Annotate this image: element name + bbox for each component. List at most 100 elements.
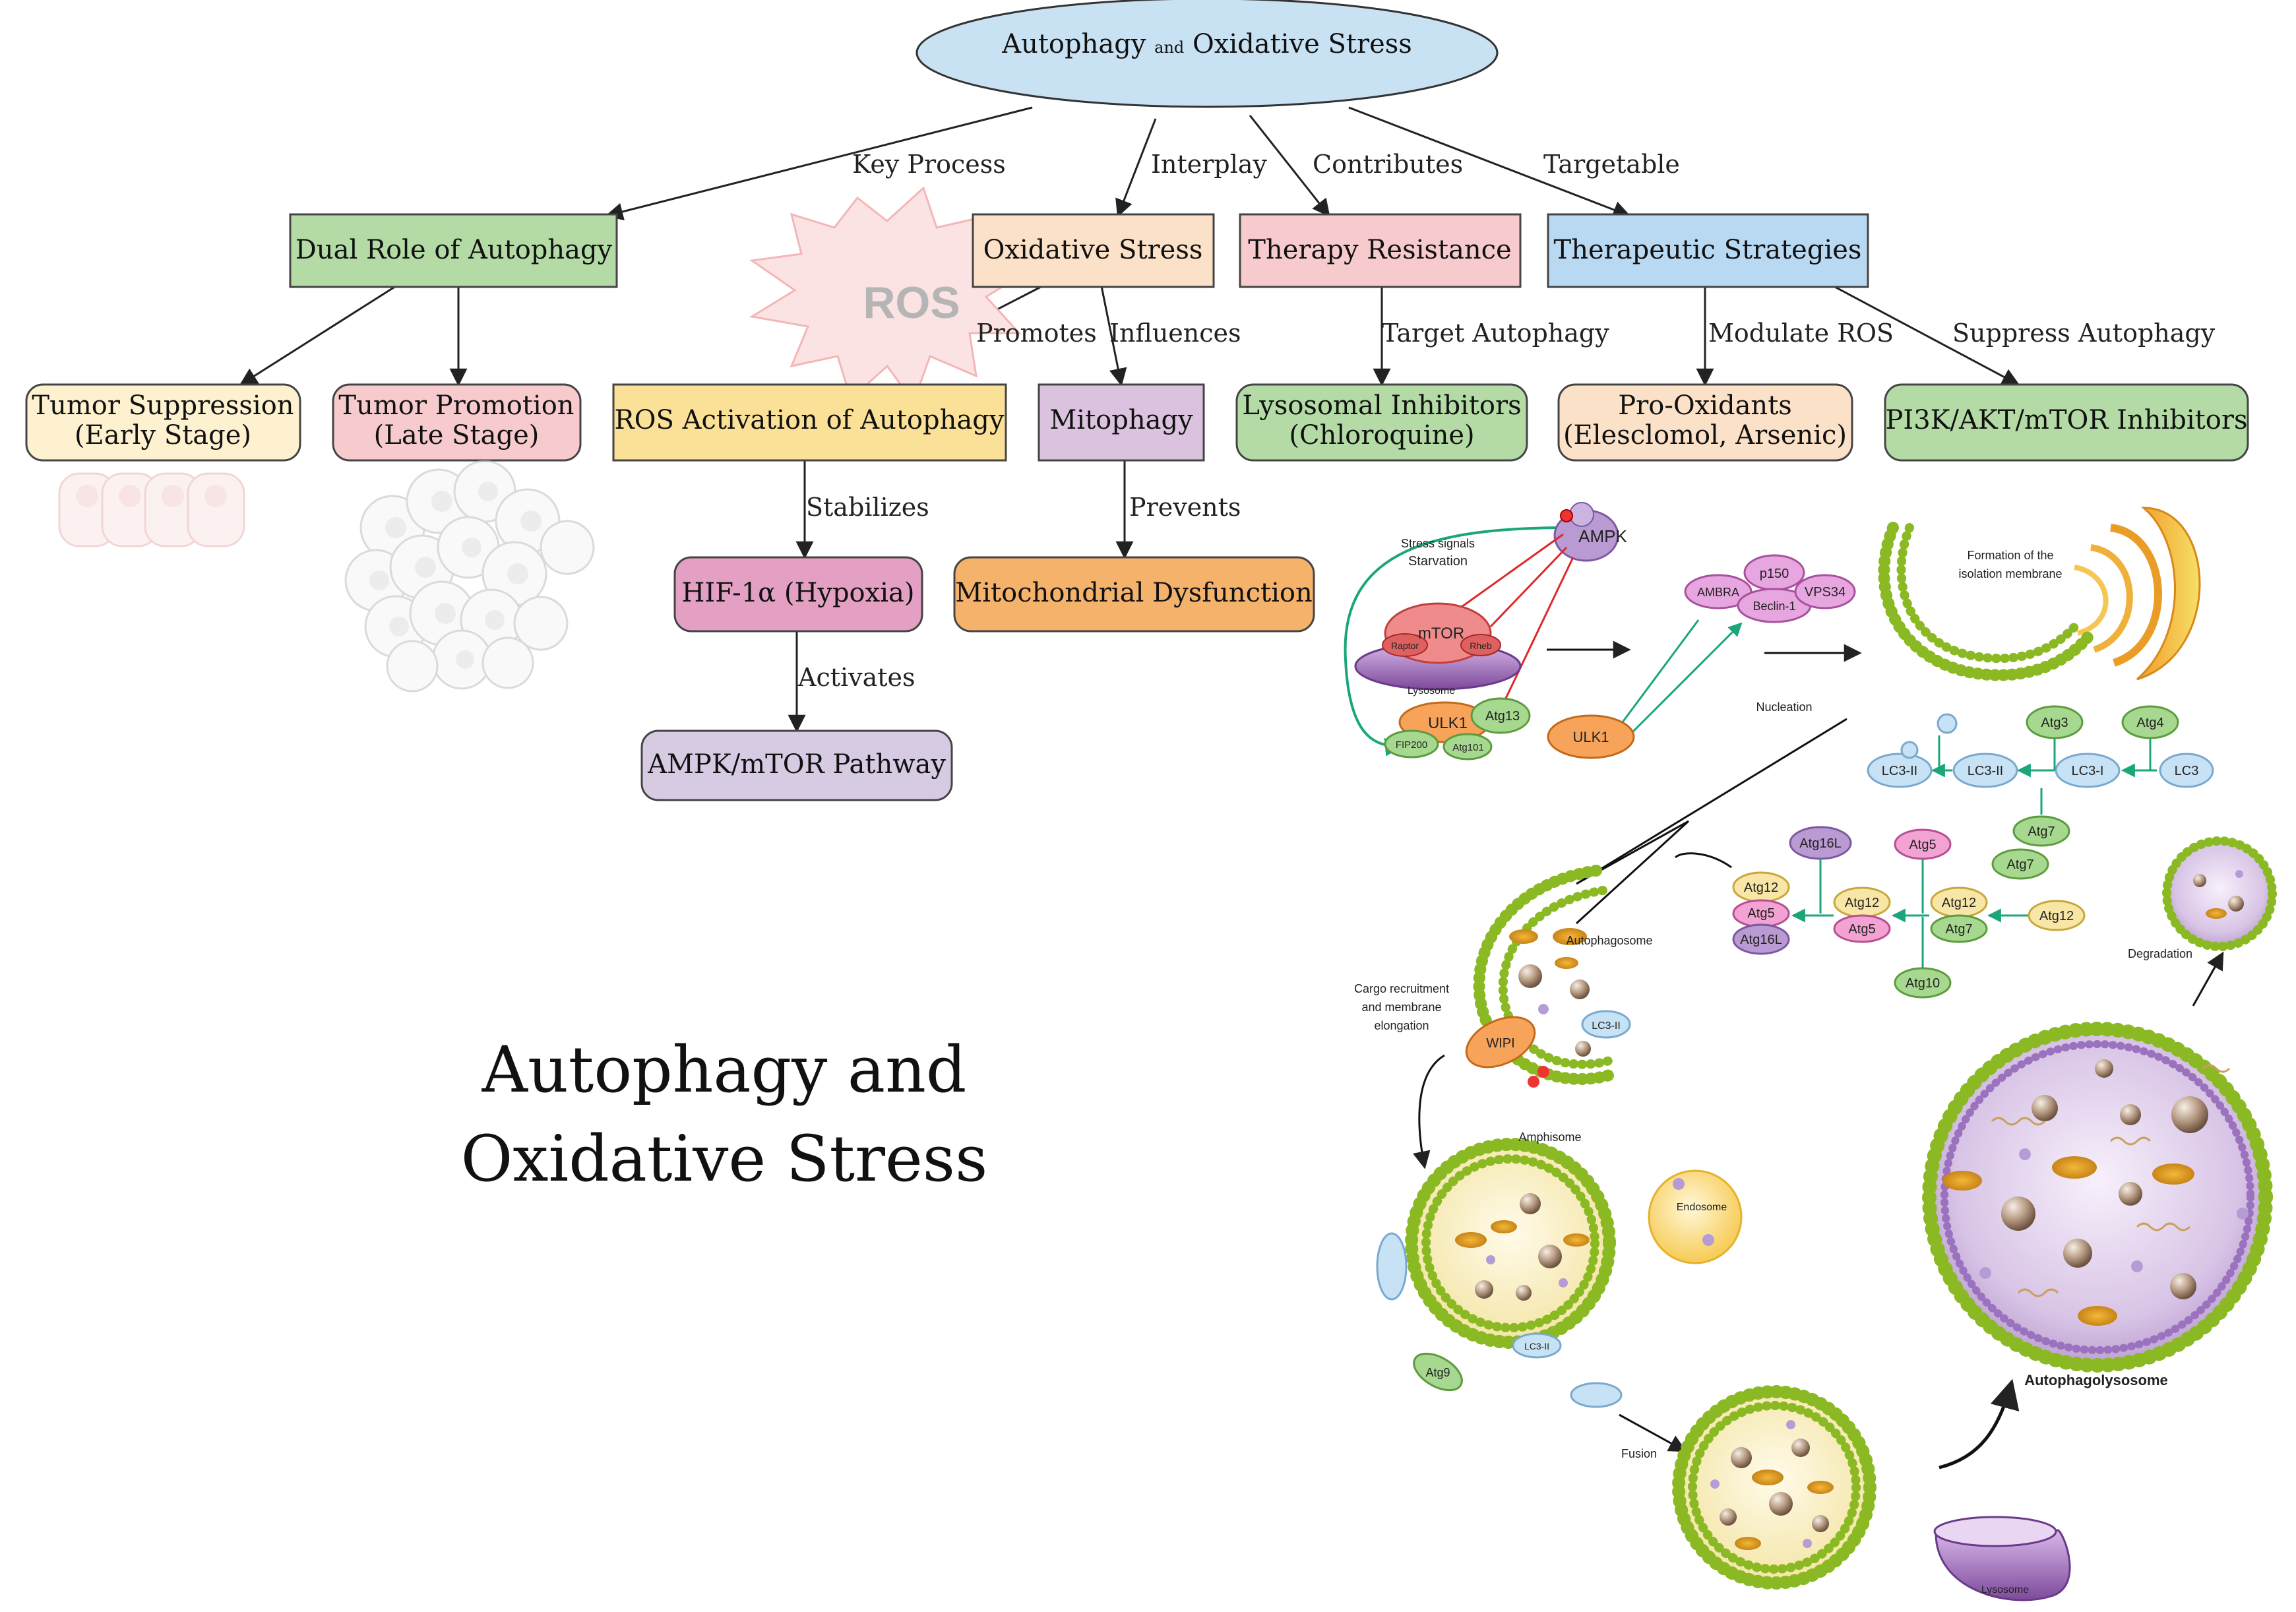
- svg-text:LC3-I: LC3-I: [2072, 764, 2104, 778]
- edge-label-key-process: Key Process: [852, 150, 1006, 179]
- golgi-icon: [2074, 507, 2201, 681]
- edge-label-activates: Activates: [797, 663, 915, 692]
- svg-text:Atg16L: Atg16L: [1740, 933, 1782, 947]
- svg-text:(Elesclomol, Arsenic): (Elesclomol, Arsenic): [1563, 420, 1847, 450]
- autophagolysosome: [1922, 1022, 2273, 1373]
- edge-labels: Key Process Interplay Contributes Target…: [797, 150, 2216, 692]
- svg-text:Atg3: Atg3: [2041, 716, 2068, 730]
- autophagolysosome-label: Autophagolysosome: [2024, 1372, 2168, 1388]
- node-pro-oxidants[interactable]: Pro-Oxidants (Elesclomol, Arsenic): [1557, 383, 1853, 462]
- amphisome-label: Amphisome: [1518, 1131, 1581, 1144]
- edge-label-contributes: Contributes: [1313, 150, 1463, 179]
- degradation-label: Degradation: [2128, 947, 2192, 960]
- edge-label-stabilizes: Stabilizes: [806, 493, 929, 522]
- root-node[interactable]: Autophagy and Oxidative Stress: [915, 0, 1499, 108]
- node-dual-role[interactable]: Dual Role of Autophagy: [289, 213, 618, 288]
- svg-text:Atg12: Atg12: [1744, 881, 1778, 895]
- edge-targetable: [1348, 106, 1631, 218]
- edge-suppress-autophagy: [1833, 285, 2020, 386]
- edge-label-target-autophagy: Target Autophagy: [1382, 319, 1609, 348]
- node-mitophagy[interactable]: Mitophagy: [1038, 383, 1205, 462]
- phagophore-membrane: [1878, 522, 2097, 681]
- big-title: Autophagy and Oxidative Stress: [461, 1033, 988, 1196]
- svg-text:(Early Stage): (Early Stage): [75, 420, 251, 450]
- node-hif[interactable]: HIF-1α (Hypoxia): [673, 556, 923, 633]
- stress-signal-arrow: [1344, 526, 1570, 757]
- atg12-conjugation: Atg12 Atg5 Atg16L Atg16L Atg12 Atg5 Atg5…: [1674, 826, 2086, 999]
- edge-label-prevents: Prevents: [1129, 493, 1241, 522]
- arrow-to-autophagolysosome: [1939, 1379, 2020, 1470]
- svg-text:Tumor Suppression: Tumor Suppression: [32, 390, 294, 421]
- big-title-line-1: Autophagy and: [481, 1033, 967, 1107]
- edge-dual-to-suppression: [239, 285, 396, 386]
- lc3-marker-bottom: [1570, 1382, 1623, 1408]
- formation-label-1: Formation of the: [1967, 549, 2053, 562]
- svg-text:FIP200: FIP200: [1396, 739, 1427, 751]
- edge-interplay: [1115, 118, 1157, 218]
- node-tumor-suppression[interactable]: Tumor Suppression (Early Stage): [25, 383, 301, 462]
- svg-text:Atg7: Atg7: [1945, 922, 1972, 937]
- small-lysosome-label: Lysosome: [1408, 685, 1455, 697]
- fusing-vesicle: [1672, 1385, 1877, 1590]
- svg-text:Therapy Resistance: Therapy Resistance: [1248, 235, 1511, 265]
- svg-text:mTOR: mTOR: [1418, 625, 1464, 642]
- formation-label-2: isolation membrane: [1958, 567, 2062, 580]
- edge-influences: [1100, 286, 1127, 387]
- svg-text:ULK1: ULK1: [1428, 714, 1468, 732]
- arrow-to-fusion: [1619, 1413, 1687, 1452]
- node-therapeutic-strategies[interactable]: Therapeutic Strategies: [1547, 213, 1869, 288]
- autophagy-pathway-illustration: Stress signals Starvation AMPK Lysosome …: [1344, 502, 2277, 1601]
- svg-text:p150: p150: [1760, 567, 1789, 581]
- svg-text:LC3-II: LC3-II: [1968, 764, 2003, 778]
- node-tumor-promotion[interactable]: Tumor Promotion (Late Stage): [332, 383, 582, 462]
- root-title-and: and: [1154, 38, 1184, 57]
- root-title-post: Oxidative Stress: [1193, 29, 1412, 59]
- node-oxidative-stress[interactable]: Oxidative Stress: [972, 213, 1215, 288]
- svg-text:AMBRA: AMBRA: [1697, 586, 1739, 599]
- svg-text:ROS Activation of Autophagy: ROS Activation of Autophagy: [615, 405, 1005, 435]
- mtor-complex: mTOR Raptor Rheb: [1382, 602, 1501, 664]
- svg-text:Therapeutic Strategies: Therapeutic Strategies: [1554, 235, 1862, 265]
- node-pi3k-inhibitors[interactable]: PI3K/AKT/mTOR Inhibitors: [1884, 383, 2249, 462]
- svg-text:Atg7: Atg7: [2006, 857, 2033, 872]
- svg-text:Lysosomal Inhibitors: Lysosomal Inhibitors: [1242, 390, 1521, 421]
- svg-text:(Chloroquine): (Chloroquine): [1289, 420, 1474, 450]
- svg-text:Lysosome: Lysosome: [1981, 1584, 2029, 1596]
- arrow-to-amphisome: [1412, 1054, 1445, 1169]
- svg-text:LC3: LC3: [2175, 764, 2199, 778]
- svg-text:Atg12: Atg12: [1845, 896, 1879, 910]
- endosome: Endosome: [1648, 1169, 1743, 1264]
- svg-text:VPS34: VPS34: [1805, 585, 1846, 600]
- svg-text:Atg5: Atg5: [1747, 906, 1774, 921]
- big-title-line-2: Oxidative Stress: [461, 1122, 988, 1196]
- svg-text:Endosome: Endosome: [1677, 1202, 1727, 1213]
- autophagosome: LC3-II: [1473, 865, 1631, 1085]
- svg-text:Atg13: Atg13: [1485, 709, 1520, 724]
- svg-text:AMPK/mTOR Pathway: AMPK/mTOR Pathway: [647, 749, 946, 780]
- node-ros-activation[interactable]: ROS Activation of Autophagy: [612, 383, 1007, 462]
- svg-text:Atg12: Atg12: [1942, 896, 1976, 910]
- edge-label-interplay: Interplay: [1151, 150, 1268, 179]
- node-mitochondrial-dysfunction[interactable]: Mitochondrial Dysfunction: [953, 556, 1315, 633]
- svg-text:(Late Stage): (Late Stage): [374, 420, 540, 450]
- svg-text:HIF-1α (Hypoxia): HIF-1α (Hypoxia): [682, 578, 915, 608]
- svg-text:Autophagy and Oxid: Autophagy and Oxidative Stress: [1001, 29, 1412, 59]
- degraded-vesicle: [2162, 836, 2277, 951]
- svg-text:Tumor Promotion: Tumor Promotion: [338, 390, 574, 421]
- ampk-complex: AMPK: [1553, 502, 1627, 562]
- root-title-pre: Autophagy: [1001, 29, 1146, 59]
- lc3-conjugation: LC3-II LC3-II LC3-I LC3 Atg3 Atg4 Atg7 A…: [1867, 705, 2214, 880]
- svg-text:Atg9: Atg9: [1425, 1366, 1450, 1379]
- svg-text:and membrane: and membrane: [1361, 1001, 1441, 1014]
- node-therapy-resistance[interactable]: Therapy Resistance: [1239, 213, 1522, 288]
- edge-label-promotes: Promotes: [976, 319, 1097, 348]
- autophagosome-label: Autophagosome: [1566, 934, 1652, 947]
- node-ampk-mtor[interactable]: AMPK/mTOR Pathway: [640, 729, 953, 801]
- beclin-complex: p150 AMBRA Beclin-1 VPS34: [1684, 554, 1856, 623]
- amphisome: LC3-II: [1405, 1138, 1616, 1359]
- cargo-recruitment-label: Cargo recruitment and membrane elongatio…: [1354, 982, 1449, 1032]
- svg-text:Mitophagy: Mitophagy: [1049, 405, 1193, 435]
- svg-text:Pro-Oxidants: Pro-Oxidants: [1618, 390, 1792, 421]
- node-lysosomal-inhibitors[interactable]: Lysosomal Inhibitors (Chloroquine): [1235, 383, 1528, 462]
